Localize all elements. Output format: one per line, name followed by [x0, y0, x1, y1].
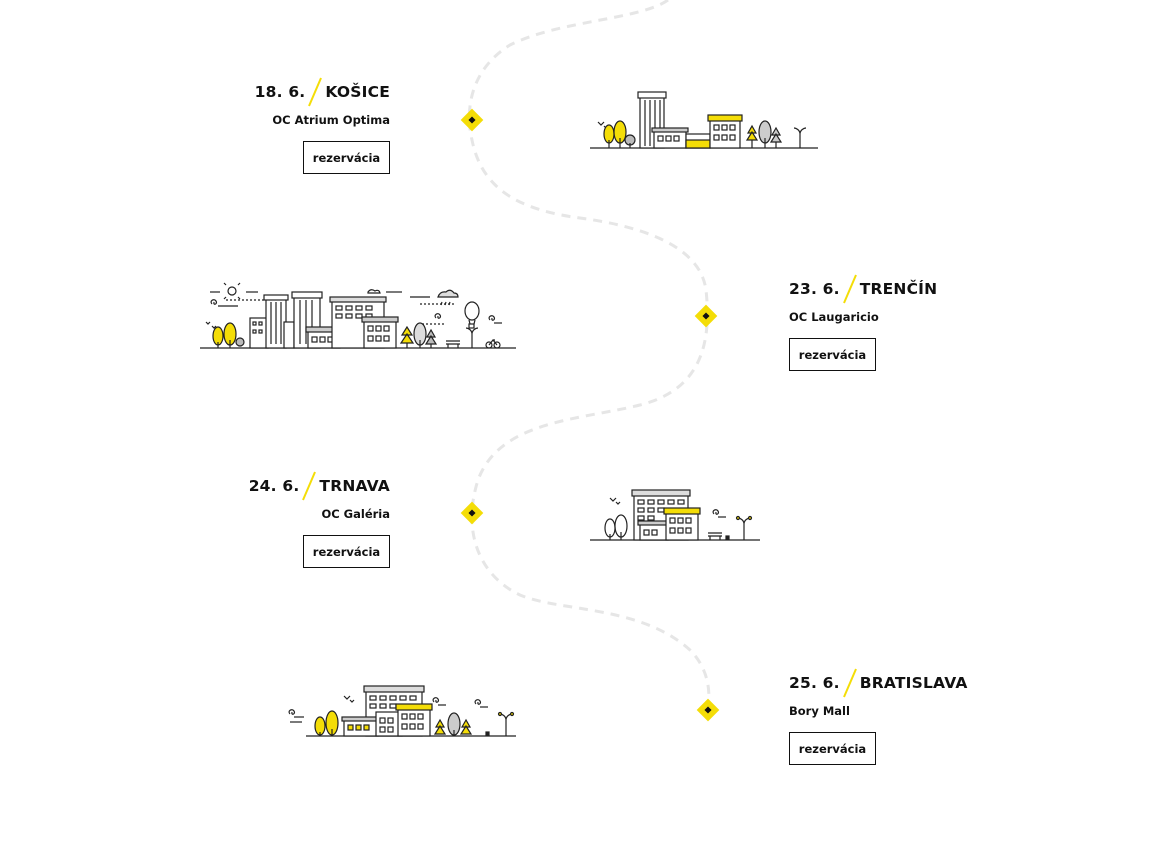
stop-city: KOŠICE — [325, 83, 390, 101]
stop-heading: 24. 6. TRNAVA — [200, 469, 390, 503]
diamond-marker-icon — [694, 304, 718, 328]
stop-trnava: 24. 6. TRNAVA OC Galéria rezervácia — [200, 469, 390, 568]
stop-bratislava: 25. 6. BRATISLAVA Bory Mall rezervácia — [789, 666, 1029, 765]
stop-city: TRNAVA — [319, 477, 390, 495]
stop-venue: OC Atrium Optima — [272, 113, 390, 127]
stop-venue: OC Laugaricio — [789, 310, 879, 324]
stop-trencin: 23. 6. TRENČÍN OC Laugaricio rezervácia — [789, 272, 1009, 371]
slash-icon — [308, 77, 323, 107]
stop-city: BRATISLAVA — [859, 674, 968, 692]
stop-venue: OC Galéria — [321, 507, 390, 521]
reservation-button[interactable]: rezervácia — [303, 535, 390, 568]
reservation-button[interactable]: rezervácia — [303, 141, 390, 174]
slash-icon — [302, 471, 317, 501]
diamond-marker-icon — [696, 698, 720, 722]
stop-heading: 25. 6. BRATISLAVA — [789, 666, 1029, 700]
diamond-marker-icon — [460, 501, 484, 525]
stop-date: 23. 6. — [789, 280, 840, 298]
reservation-button[interactable]: rezervácia — [789, 338, 876, 371]
stop-kosice: 18. 6. KOŠICE OC Atrium Optima rezerváci… — [200, 75, 390, 174]
diamond-marker-icon — [460, 108, 484, 132]
slash-icon — [842, 274, 857, 304]
stop-date: 24. 6. — [248, 477, 300, 495]
city-skyline-illustration — [200, 282, 516, 349]
city-skyline-illustration — [288, 685, 516, 737]
stop-date: 25. 6. — [789, 674, 840, 692]
reservation-button[interactable]: rezervácia — [789, 732, 876, 765]
city-skyline-illustration — [590, 489, 760, 541]
city-skyline-illustration — [590, 91, 818, 149]
stop-heading: 23. 6. TRENČÍN — [789, 272, 1009, 306]
stop-city: TRENČÍN — [859, 280, 938, 298]
stop-heading: 18. 6. KOŠICE — [200, 75, 390, 109]
stop-date: 18. 6. — [254, 83, 306, 101]
slash-icon — [842, 668, 857, 698]
stop-venue: Bory Mall — [789, 704, 850, 718]
